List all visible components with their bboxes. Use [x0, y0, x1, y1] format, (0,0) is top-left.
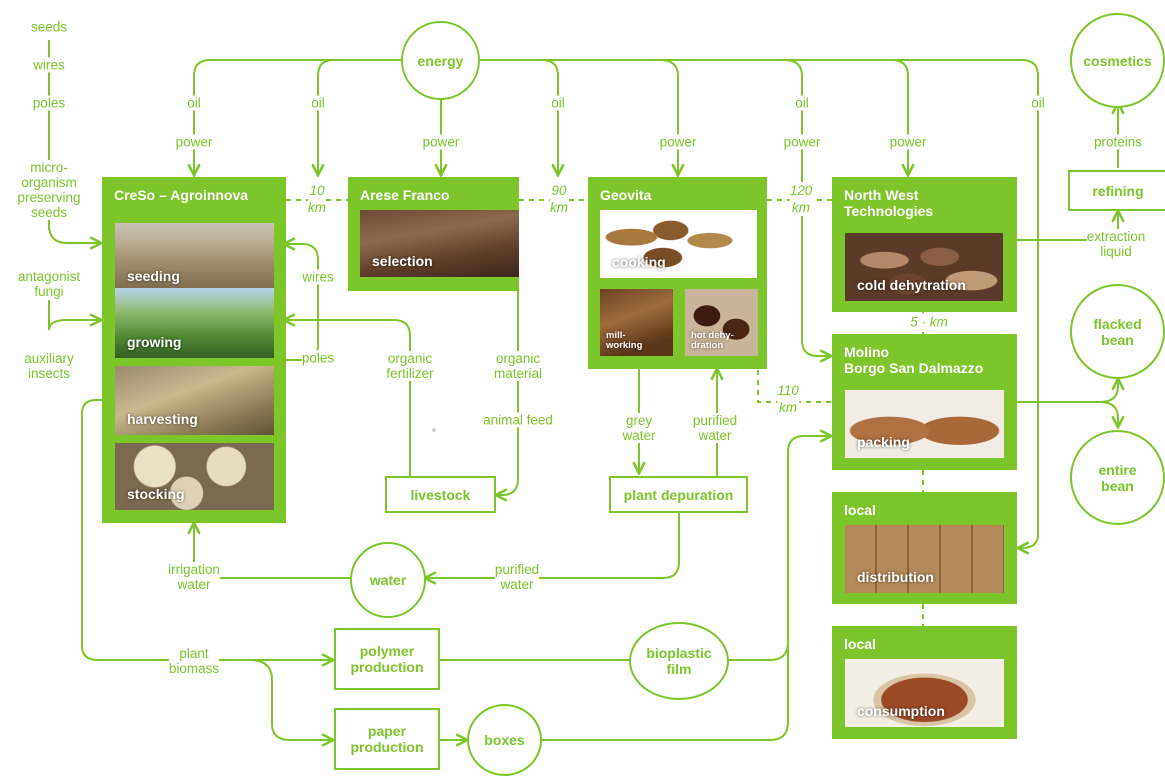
- distance-10km: 10 km: [308, 182, 326, 216]
- input-microorganism: micro- organism preserving seeds: [17, 160, 81, 220]
- cold-dehydration-photo: cold dehytration: [845, 233, 1003, 301]
- growing-label: growing: [127, 334, 182, 350]
- water-hub: water: [350, 542, 426, 618]
- label-power-5: power: [889, 134, 927, 150]
- flacked-bean-node: flacked bean: [1070, 284, 1165, 379]
- stocking-photo: stocking: [115, 443, 274, 510]
- stray-dot: [432, 428, 436, 432]
- label-extraction-liquid: extraction liquid: [1086, 229, 1146, 259]
- mill-working-label: mill- working: [606, 330, 643, 351]
- hot-dehydration-photo: hot dehy- dration: [685, 289, 758, 356]
- molino-borgo-san-dalmazzo-box: Molino Borgo San Dalmazzo packing: [832, 334, 1017, 470]
- label-oil-4: oil: [795, 95, 809, 111]
- label-organic-material: organic material: [493, 351, 543, 381]
- arese-franco-box: Arese Franco selection: [348, 177, 519, 291]
- label-oil-5: oil: [1031, 95, 1045, 111]
- cold-dehydration-label: cold dehytration: [857, 277, 966, 293]
- local-distribution-box: local distribution: [832, 492, 1017, 604]
- cooking-label: cooking: [612, 254, 666, 270]
- nwt-title: North West Technologies: [844, 187, 934, 219]
- growing-photo: growing: [115, 288, 274, 358]
- creso-title: CreSo – Agroinnova: [114, 187, 249, 203]
- packing-label: packing: [857, 434, 910, 450]
- input-wires: wires: [33, 57, 65, 73]
- bioplastic-film-node: bioplastic film: [629, 622, 729, 700]
- input-poles: poles: [32, 95, 66, 111]
- north-west-technologies-box: North West Technologies cold dehytration: [832, 177, 1017, 312]
- mill-working-photo: mill- working: [600, 289, 673, 356]
- consumption-photo: consumption: [845, 659, 1004, 727]
- distance-5km: 5 · km: [910, 313, 948, 331]
- label-oil-3: oil: [551, 95, 565, 111]
- refining-box: refining: [1068, 170, 1165, 211]
- selection-photo: selection: [360, 210, 519, 277]
- local-consumption-title: local: [844, 636, 876, 652]
- label-wires-return: wires: [302, 269, 334, 285]
- distance-110km: 110 km: [777, 382, 799, 416]
- cosmetics-node: cosmetics: [1070, 13, 1165, 108]
- label-oil-1: oil: [187, 95, 201, 111]
- geovita-title: Geovita: [600, 187, 652, 203]
- distribution-photo: distribution: [845, 525, 1004, 593]
- label-purified-water-up: purified water: [692, 413, 738, 443]
- stocking-label: stocking: [127, 486, 185, 502]
- distance-90km: 90 km: [550, 182, 568, 216]
- seeding-photo: seeding: [115, 223, 274, 292]
- geovita-box: Geovita cooking mill- working hot dehy- …: [588, 177, 767, 369]
- creso-agroinnova-box: CreSo – Agroinnova seeding growing harve…: [102, 177, 286, 523]
- distribution-label: distribution: [857, 569, 934, 585]
- polymer-production-box: polymer production: [334, 628, 440, 690]
- molino-title: Molino Borgo San Dalmazzo: [844, 344, 984, 376]
- label-poles-return: poles: [301, 350, 335, 366]
- arese-title: Arese Franco: [360, 187, 450, 203]
- harvesting-label: harvesting: [127, 411, 198, 427]
- label-grey-water: grey water: [622, 413, 656, 443]
- packing-photo: packing: [845, 390, 1004, 458]
- seeding-label: seeding: [127, 268, 180, 284]
- livestock-box: livestock: [385, 476, 496, 513]
- label-irrigation-water: irrigation water: [168, 562, 220, 592]
- label-power-4: power: [783, 134, 821, 150]
- consumption-label: consumption: [857, 703, 945, 719]
- label-power-3: power: [659, 134, 697, 150]
- label-proteins: proteins: [1093, 134, 1143, 150]
- harvesting-photo: harvesting: [115, 366, 274, 435]
- label-power-1: power: [175, 134, 213, 150]
- distance-120km: 120 km: [789, 182, 813, 216]
- selection-label: selection: [372, 253, 433, 269]
- energy-hub: energy: [401, 21, 480, 100]
- local-distribution-title: local: [844, 502, 876, 518]
- label-organic-fertilizer: organic fertilizer: [386, 351, 434, 381]
- label-plant-biomass: plant biomass: [168, 646, 220, 676]
- input-seeds: seeds: [30, 19, 68, 35]
- plant-depuration-box: plant depuration: [609, 476, 748, 513]
- label-purified-water: purified water: [494, 562, 540, 592]
- label-oil-2: oil: [311, 95, 325, 111]
- entire-bean-node: entire bean: [1070, 430, 1165, 525]
- input-auxiliary-insects: auxiliary insects: [24, 351, 74, 381]
- label-power-2: power: [422, 134, 460, 150]
- local-consumption-box: local consumption: [832, 626, 1017, 739]
- hot-dehydration-label: hot dehy- dration: [691, 330, 734, 351]
- label-animal-feed: animal feed: [483, 412, 553, 428]
- input-antagonist-fungi: antagonist fungi: [17, 269, 81, 299]
- paper-production-box: paper production: [334, 708, 440, 770]
- boxes-node: boxes: [467, 704, 542, 776]
- cooking-photo: cooking: [600, 210, 757, 278]
